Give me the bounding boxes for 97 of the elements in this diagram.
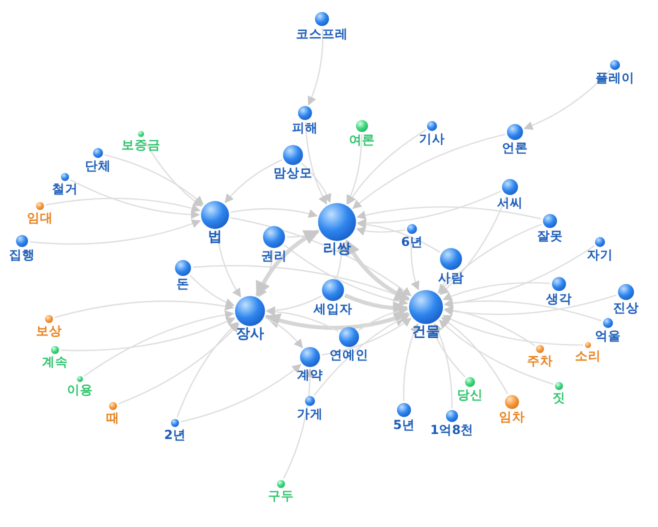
node-label: 기사	[419, 132, 445, 146]
node-label: 플레이	[596, 71, 634, 85]
arrow	[357, 220, 440, 253]
node-label: 집행	[9, 248, 35, 262]
arrow	[192, 265, 410, 301]
node-label: 가게	[297, 407, 323, 421]
arrow	[104, 154, 204, 205]
node-label: 2년	[164, 428, 186, 442]
arrow	[438, 320, 554, 385]
arrow	[346, 134, 362, 204]
arrow	[265, 317, 303, 348]
arrow	[444, 294, 617, 316]
arrow	[403, 323, 419, 401]
arrow	[30, 219, 201, 245]
arrow	[142, 138, 202, 207]
arrow	[438, 271, 449, 294]
arrow	[230, 208, 318, 218]
node-label: 1억8천	[430, 423, 474, 437]
arrow	[442, 282, 550, 301]
arrow	[336, 242, 346, 278]
arrow	[176, 322, 238, 418]
node-label: 여론	[349, 133, 375, 147]
node-label: 장사	[236, 327, 264, 342]
arrow	[189, 274, 235, 307]
arrow	[356, 226, 406, 236]
arrow	[216, 230, 242, 298]
node-label: 세입자	[314, 302, 352, 316]
node-label: 임차	[499, 410, 525, 424]
arrow	[84, 310, 234, 377]
node-label: 6년	[401, 235, 423, 249]
arrow	[54, 300, 234, 318]
arrow	[314, 314, 410, 396]
arrow	[266, 307, 339, 332]
node-label: 서씨	[497, 196, 523, 210]
arrow	[322, 318, 412, 356]
arrow	[224, 159, 282, 204]
arrow	[442, 314, 583, 346]
node-label: 언론	[502, 141, 528, 155]
node-label: 보증금	[122, 138, 160, 152]
node-label: 소리	[575, 349, 601, 363]
arrow	[46, 198, 201, 213]
arrow	[255, 229, 320, 297]
arrow	[118, 323, 240, 404]
arrow	[358, 306, 408, 331]
node-label: 잘못	[537, 229, 563, 243]
node-label: 자기	[587, 248, 613, 262]
arrow	[440, 196, 507, 296]
arrow	[308, 28, 324, 106]
node-label: 건물	[412, 325, 440, 340]
arrow	[301, 162, 332, 204]
node-label: 생각	[546, 292, 572, 306]
arrow	[230, 217, 412, 296]
node-label: 임대	[27, 211, 53, 225]
node-label: 계속	[42, 355, 68, 369]
node-label: 진상	[613, 301, 639, 315]
arrow	[356, 206, 542, 220]
arrow	[352, 134, 506, 209]
node-label: 사람	[438, 271, 464, 285]
arrow	[284, 244, 408, 306]
node-label: 리쌍	[323, 242, 351, 258]
node-label: 철거	[52, 182, 78, 196]
node-label: 주차	[527, 354, 553, 368]
node-label: 피해	[292, 121, 318, 135]
arrow	[347, 129, 426, 205]
node-label: 코스프레	[296, 27, 348, 41]
arrow	[444, 298, 602, 322]
node-label: 때	[106, 411, 120, 425]
arrow	[70, 179, 200, 220]
node-label: 억울	[595, 329, 621, 343]
node-label: 구두	[268, 489, 294, 503]
arrow	[264, 311, 410, 330]
arrow	[434, 323, 453, 408]
arrow	[344, 293, 409, 316]
arrow	[524, 70, 611, 130]
arrow	[344, 239, 410, 302]
arrow	[430, 324, 466, 378]
arrow	[304, 122, 328, 205]
node-label: 계약	[297, 368, 323, 382]
arrow	[438, 224, 542, 294]
node-label: 보상	[36, 324, 62, 338]
arrow	[180, 364, 302, 422]
arrow	[444, 306, 536, 346]
arrow	[410, 236, 420, 290]
node-label: 5년	[393, 418, 415, 432]
node-label: 당신	[457, 388, 483, 402]
arrow	[444, 245, 595, 308]
node-label: 맘상모	[274, 166, 312, 180]
node-label: 이용	[67, 383, 93, 397]
arrow	[283, 368, 315, 479]
node-label: 단체	[85, 159, 111, 173]
arrow	[60, 317, 236, 352]
node-label: 법	[208, 230, 222, 246]
node-label: 권리	[261, 249, 287, 263]
arrow	[440, 317, 508, 394]
node-label: 돈	[176, 277, 190, 291]
node-label: 짓	[552, 391, 566, 405]
node-label: 연예인	[330, 348, 368, 362]
